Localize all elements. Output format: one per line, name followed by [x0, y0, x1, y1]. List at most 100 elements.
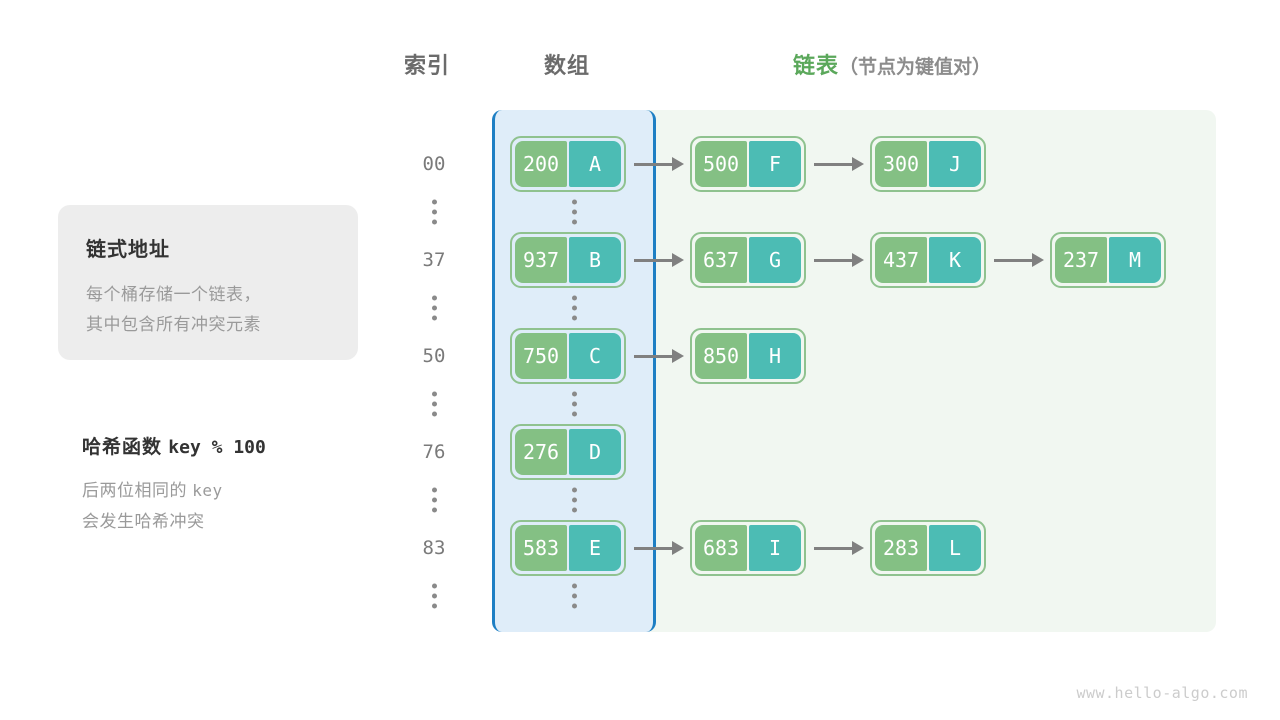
- arrow-head: [672, 157, 684, 171]
- node-value: E: [569, 525, 621, 571]
- arrow-head: [672, 541, 684, 555]
- arrow-shaft: [814, 162, 852, 166]
- node-value: J: [929, 141, 981, 187]
- hash-note-line-2: 会发生哈希冲突: [82, 512, 205, 531]
- arrow-head: [852, 541, 864, 555]
- next-pointer-arrow: [814, 541, 864, 555]
- node-key: 237: [1055, 237, 1107, 283]
- column-headers: 索引 数组 链表（节点为键值对）: [0, 48, 1280, 84]
- ellipsis-dot: [571, 583, 577, 589]
- node-value: I: [749, 525, 801, 571]
- node-value: G: [749, 237, 801, 283]
- arrow-shaft: [634, 258, 672, 262]
- index-ellipsis: [430, 199, 438, 225]
- info-card-title: 链式地址: [86, 239, 170, 261]
- next-pointer-arrow: [994, 253, 1044, 267]
- ellipsis-dot: [431, 305, 437, 311]
- index-label: 83: [422, 537, 446, 559]
- ellipsis-dot: [571, 497, 577, 503]
- ellipsis-dot: [431, 487, 437, 493]
- ellipsis-dot: [571, 219, 577, 225]
- info-card-line-2: 其中包含所有冲突元素: [86, 315, 261, 334]
- ellipsis-dot: [431, 497, 437, 503]
- next-pointer-arrow: [634, 349, 684, 363]
- hash-note-line-1: 后两位相同的 key: [82, 475, 402, 506]
- node-value: F: [749, 141, 801, 187]
- index-ellipsis: [430, 487, 438, 513]
- ellipsis-dot: [431, 593, 437, 599]
- ellipsis-dot: [431, 507, 437, 513]
- arrow-shaft: [634, 354, 672, 358]
- index-label: 76: [422, 441, 446, 463]
- hash-function-expression: key % 100: [168, 437, 266, 458]
- arrow-head: [672, 349, 684, 363]
- node-key: 500: [695, 141, 747, 187]
- index-ellipsis: [430, 295, 438, 321]
- ellipsis-dot: [431, 603, 437, 609]
- ellipsis-dot: [431, 209, 437, 215]
- node-key: 683: [695, 525, 747, 571]
- index-label: 50: [422, 345, 446, 367]
- node-key: 750: [515, 333, 567, 379]
- ellipsis-dot: [431, 219, 437, 225]
- node-value: A: [569, 141, 621, 187]
- hash-function-title: 哈希函数 key % 100: [82, 432, 402, 459]
- node-key: 276: [515, 429, 567, 475]
- array-ellipsis: [570, 583, 578, 609]
- ellipsis-dot: [571, 593, 577, 599]
- ellipsis-dot: [431, 199, 437, 205]
- ellipsis-dot: [431, 391, 437, 397]
- node-value: M: [1109, 237, 1161, 283]
- arrow-shaft: [634, 162, 672, 166]
- ellipsis-dot: [571, 209, 577, 215]
- node-value: B: [569, 237, 621, 283]
- arrow-shaft: [634, 546, 672, 550]
- next-pointer-arrow: [634, 541, 684, 555]
- next-pointer-arrow: [814, 157, 864, 171]
- ellipsis-dot: [571, 199, 577, 205]
- ellipsis-dot: [571, 305, 577, 311]
- hash-function-label: 哈希函数: [82, 437, 163, 458]
- index-label: 37: [422, 249, 446, 271]
- header-index: 索引: [404, 53, 451, 78]
- node-key: 937: [515, 237, 567, 283]
- header-array: 数组: [544, 53, 591, 78]
- node-value: D: [569, 429, 621, 475]
- index-label: 00: [422, 153, 446, 175]
- ellipsis-dot: [571, 507, 577, 513]
- array-ellipsis: [570, 391, 578, 417]
- ellipsis-dot: [571, 315, 577, 321]
- header-linked-list: 链表（节点为键值对）: [793, 48, 991, 80]
- node-key: 583: [515, 525, 567, 571]
- ellipsis-dot: [571, 295, 577, 301]
- node-key: 850: [695, 333, 747, 379]
- node-key: 283: [875, 525, 927, 571]
- arrow-head: [1032, 253, 1044, 267]
- ellipsis-dot: [431, 411, 437, 417]
- ellipsis-dot: [571, 603, 577, 609]
- arrow-shaft: [814, 546, 852, 550]
- hash-note-line-1-code: key: [192, 481, 223, 500]
- arrow-head: [852, 253, 864, 267]
- arrow-shaft: [994, 258, 1032, 262]
- node-value: L: [929, 525, 981, 571]
- header-linked-list-sub: （节点为键值对）: [839, 57, 992, 78]
- info-card: 链式地址 每个桶存储一个链表， 其中包含所有冲突元素: [58, 205, 358, 360]
- ellipsis-dot: [571, 487, 577, 493]
- node-value: K: [929, 237, 981, 283]
- node-value: H: [749, 333, 801, 379]
- info-card-line-1: 每个桶存储一个链表，: [86, 285, 261, 304]
- node-key: 200: [515, 141, 567, 187]
- ellipsis-dot: [431, 295, 437, 301]
